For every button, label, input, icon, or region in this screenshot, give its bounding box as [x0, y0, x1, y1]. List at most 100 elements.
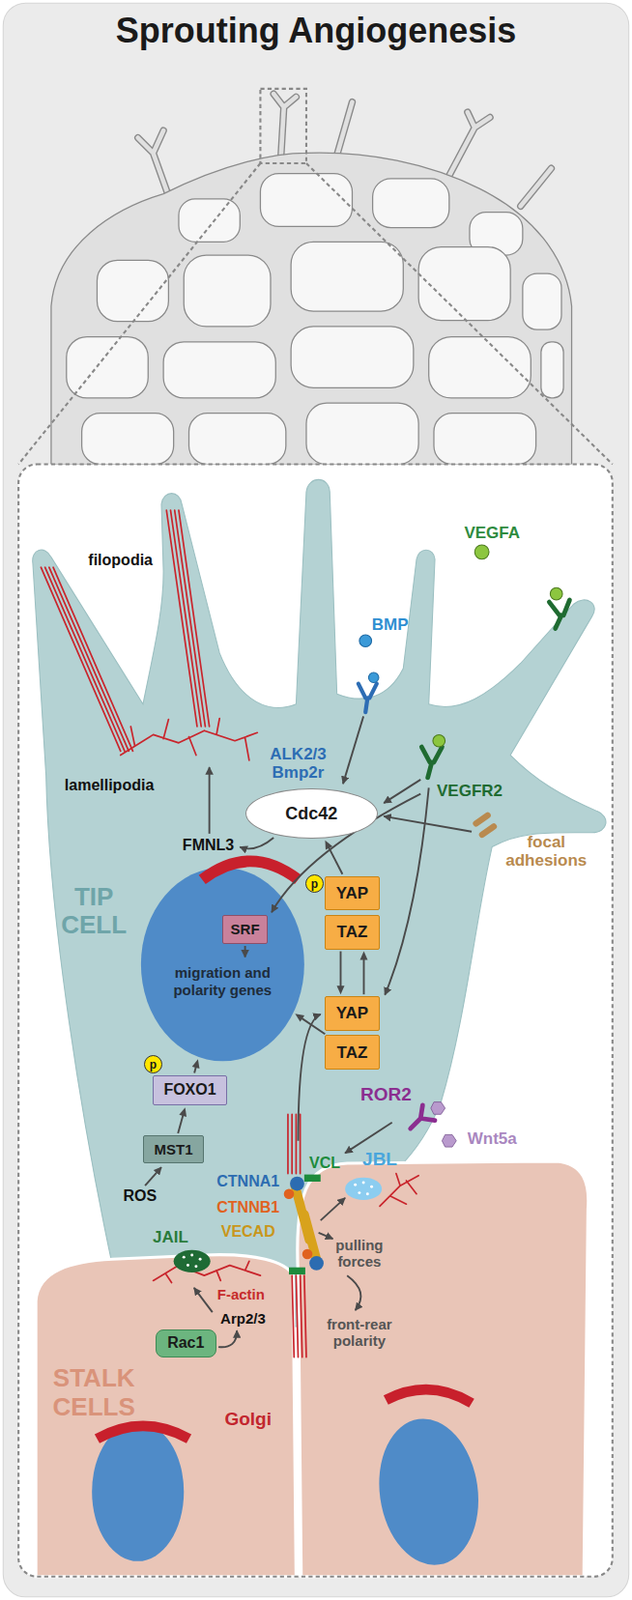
arrow: [194, 1288, 213, 1313]
node-text: MST1: [154, 1141, 194, 1158]
zoom-ground: [18, 464, 613, 1578]
node-text: p: [149, 1059, 157, 1071]
label-text: VEGFA: [463, 523, 520, 544]
gtpase-box: Rac1: [155, 1329, 217, 1359]
label-text: CTNNA1: [216, 1173, 280, 1191]
dot: [199, 1258, 202, 1262]
label-text: focal adhesions: [502, 833, 590, 871]
golgi: [385, 1389, 472, 1404]
hole: [306, 402, 419, 464]
hole: [522, 273, 562, 330]
phospho-circle: p: [305, 874, 324, 893]
title: Sprouting Angiogenesis: [0, 9, 632, 52]
kinase-box: MST1: [143, 1135, 204, 1165]
vegfa-ligand: [474, 545, 489, 560]
arrow: [318, 1233, 334, 1239]
connector-line: [327, 845, 343, 875]
jail-blob: [173, 1250, 211, 1273]
factor-box: SRF: [222, 915, 267, 946]
hole: [259, 173, 352, 228]
factor-box: YAP: [324, 996, 380, 1032]
arrow: [344, 1122, 393, 1154]
arrow: [244, 946, 247, 958]
actin-bundle: [166, 510, 209, 727]
factor-box: YAP: [324, 876, 380, 912]
node-text: TAZ: [337, 922, 369, 943]
hole: [541, 342, 564, 399]
hole: [163, 342, 276, 399]
ctnnb1-protein: [302, 1249, 314, 1261]
nucleus: [370, 1412, 489, 1573]
node-text: TAZ: [337, 1043, 369, 1063]
arrowhead: [336, 985, 345, 995]
arrowhead: [178, 1107, 187, 1118]
arrow: [208, 767, 211, 834]
arrow: [383, 779, 421, 804]
golgi: [201, 861, 298, 880]
blob-dots: [182, 1254, 202, 1269]
connector: [294, 1013, 325, 1035]
vegfr2-receptor: [421, 746, 442, 778]
arrow: [383, 816, 472, 833]
dot: [353, 1183, 357, 1187]
signal-ellipse: Cdc42: [245, 788, 378, 840]
bmp-ligand: [359, 634, 373, 648]
dot: [190, 1254, 194, 1258]
blob-dots: [353, 1181, 374, 1197]
factor-box: TAZ: [324, 915, 380, 950]
label-text: TIP CELL: [55, 883, 133, 942]
actin: [40, 510, 419, 1358]
label-text: Wnt5a: [467, 1129, 518, 1150]
arrow: [320, 1198, 345, 1221]
hole: [418, 247, 511, 321]
connector: [336, 951, 345, 996]
node-text: SRF: [230, 920, 260, 938]
factor-box: TAZ: [324, 1034, 380, 1070]
arrowhead: [192, 1059, 201, 1069]
label-text: front-rear polarity: [317, 1316, 402, 1351]
label-text: ROR2: [360, 1084, 412, 1106]
label-text: ALK2/3 Bmp2r: [267, 745, 330, 783]
hole: [290, 241, 403, 312]
actin-bundle: [40, 567, 133, 751]
node-text: Rac1: [167, 1334, 204, 1352]
arrow: [298, 1014, 321, 1142]
label-text: Golgi: [224, 1408, 272, 1431]
vegfr2-receptor: [548, 600, 570, 630]
node-text: YAP: [336, 884, 369, 904]
node-text: Cdc42: [285, 804, 338, 825]
label-text: Arp2/3: [220, 1310, 266, 1327]
golgi: [96, 1426, 189, 1439]
node-text: FOXO1: [163, 1081, 216, 1099]
label-text: STALK CELLS: [45, 1364, 143, 1423]
connector: [177, 1107, 187, 1134]
arrowhead: [294, 1013, 305, 1022]
label-text: F-actin: [217, 1286, 265, 1303]
nucleus: [91, 1422, 184, 1562]
dot: [362, 1181, 366, 1185]
phospho-circle: p: [143, 1055, 163, 1074]
node-text: YAP: [336, 1004, 369, 1024]
arrow: [384, 787, 429, 995]
arrowhead: [359, 951, 368, 961]
wnt5a-ligand: [430, 1102, 446, 1116]
label-text: FMNL3: [182, 836, 234, 855]
ctnna1-protein: [309, 1256, 324, 1271]
arrow: [218, 1330, 237, 1348]
dot: [186, 1264, 190, 1267]
dot: [182, 1256, 186, 1260]
arrow: [346, 1275, 361, 1311]
dot: [366, 1192, 370, 1196]
node-text: migration and polarity genes: [159, 964, 286, 1000]
connector-line: [177, 1113, 184, 1134]
label-text: JBL: [362, 1149, 398, 1171]
connector-line: [299, 1017, 325, 1035]
hole: [96, 259, 169, 321]
label-text: VECAD: [221, 1223, 276, 1241]
vegfa-ligand: [432, 734, 446, 747]
connector: [359, 951, 368, 996]
label-text: ROS: [122, 1187, 157, 1206]
focal-adhesion: [477, 822, 498, 839]
